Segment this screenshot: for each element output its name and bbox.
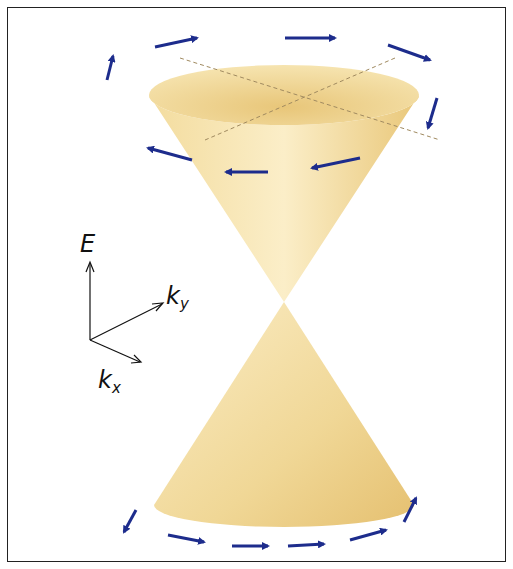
axes [86, 262, 163, 363]
upper-cone [149, 95, 419, 302]
frame [8, 8, 506, 562]
lower-cone [154, 302, 414, 527]
axis-label-kx: kx [98, 368, 121, 396]
spin-arrows-lower [124, 498, 416, 546]
dashed-line [180, 58, 440, 140]
spin-arrows-upper [107, 38, 437, 172]
axis-label-ky: ky [166, 284, 189, 312]
dashed-line [205, 58, 395, 140]
axis-label-energy: E [80, 232, 95, 256]
upper-cone-rim [149, 65, 419, 125]
